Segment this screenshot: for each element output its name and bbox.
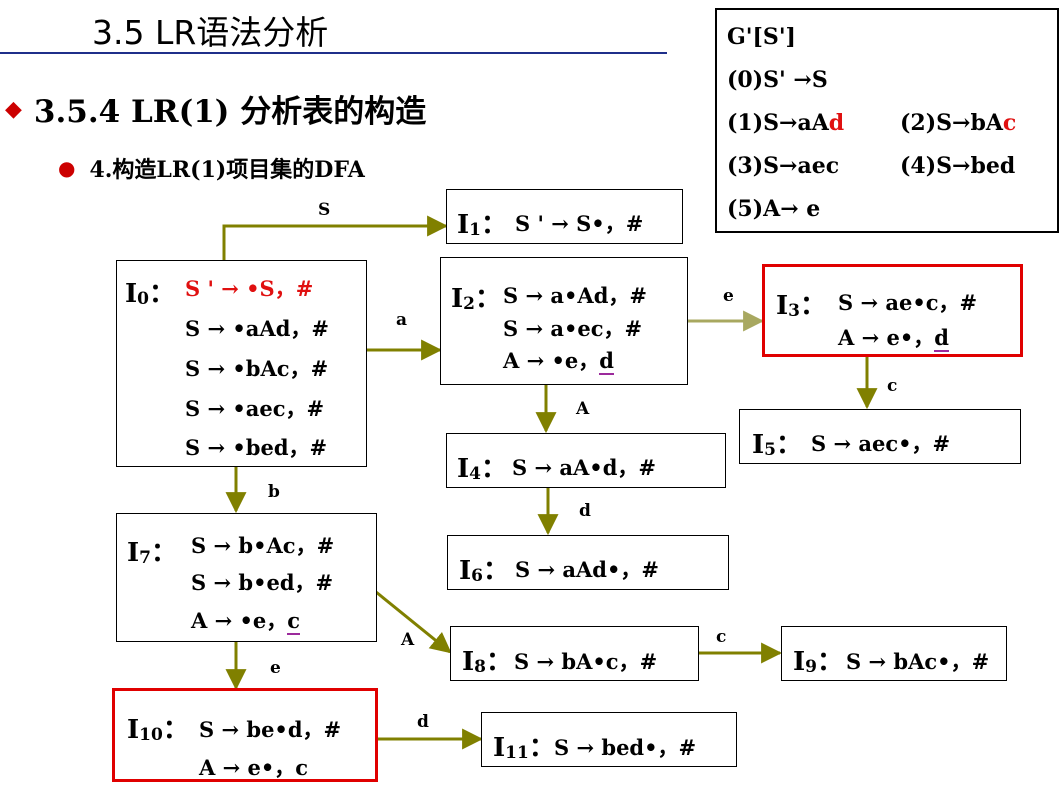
state-label: I0： <box>125 279 176 309</box>
lr-item: A → e•，d <box>838 325 949 352</box>
state-label: I9： <box>793 647 844 677</box>
edge-label: S <box>318 200 331 220</box>
grammar-box: G'[S'] (0)S' →S (1)S→aAd (2)S→bAc (3)S→ae… <box>715 8 1059 233</box>
lr-item: S → a•Ad，# <box>503 283 647 308</box>
production-4: (4)S→bed <box>900 153 1016 179</box>
lr-item: S → aA•d，# <box>512 455 656 480</box>
state-I7: I7： S → b•Ac，# S → b•ed，# A → •e，c <box>116 513 377 642</box>
state-label: I4： <box>457 454 508 484</box>
lr-item: A → •e，d <box>503 348 614 375</box>
grammar-line: (0)S' →S <box>727 67 828 93</box>
edge-label: A <box>576 399 590 419</box>
lr-item: S → b•Ac，# <box>191 533 335 558</box>
state-I8: I8： S → bA•c，# <box>450 626 699 681</box>
state-I10: I10： S → be•d，# A → e•，c <box>112 688 378 782</box>
lr-item: S → aAd•，# <box>515 557 659 582</box>
grammar-line: (3)S→aec (4)S→bed <box>727 145 1057 188</box>
edge-I7-I8 <box>375 590 452 654</box>
lr-item: S → bA•c，# <box>514 649 658 674</box>
edge-label: A <box>401 630 415 650</box>
edge-label: e <box>723 286 734 306</box>
lr-item: S → •bAc，# <box>185 356 329 381</box>
grammar-line: (5)A→ e <box>727 196 821 222</box>
state-I2: I2： S → a•Ad，# S → a•ec，# A → •e，d <box>440 257 688 385</box>
state-I4: I4： S → aA•d，# <box>446 433 726 488</box>
lr-item: A → e•，c <box>199 755 309 780</box>
state-label: I5： <box>752 430 803 460</box>
edge-label: d <box>579 501 591 521</box>
state-label: I2： <box>451 284 502 314</box>
edge-label: d <box>417 712 429 732</box>
state-I9: I9： S → bAc•，# <box>781 626 1007 681</box>
state-I0: I0： S ' → •S，# S → •aAd，# S → •bAc，# S →… <box>116 260 367 467</box>
lr-item: A → •e，c <box>191 608 301 635</box>
lr-item: S → a•ec，# <box>503 316 643 341</box>
grammar-line: G'[S'] <box>727 24 796 50</box>
state-I1: I1： S ' → S•，# <box>446 189 683 244</box>
state-I3: I3： S → ae•c，# A → e•，d <box>762 264 1023 357</box>
state-I6: I6： S → aAd•，# <box>447 535 729 590</box>
lr-item: S → •bed，# <box>185 435 328 460</box>
lr-item: S → b•ed，# <box>191 570 334 595</box>
edge-label: e <box>270 658 281 678</box>
state-label: I1： <box>457 210 508 240</box>
grammar-line: (1)S→aAd (2)S→bAc <box>727 102 1057 145</box>
lr-item: S → ae•c，# <box>838 290 978 315</box>
state-label: I6： <box>459 556 510 586</box>
edge-I0-I1 <box>222 215 449 260</box>
production-1: (1)S→aA <box>727 110 829 136</box>
state-label: I11： <box>493 733 555 763</box>
title-rule <box>0 52 667 54</box>
state-label: I8： <box>462 647 513 677</box>
section-heading: ◆ 3.5.4 LR(1) 分析表的构造 <box>5 86 426 131</box>
subsection-heading: ● 4.构造LR(1)项目集的DFA <box>58 152 365 184</box>
edge-label: c <box>716 627 727 647</box>
production-2: (2)S→bA <box>900 110 1003 136</box>
edge-label: c <box>887 376 898 396</box>
page-title: 3.5 LR语法分析 <box>92 13 329 52</box>
state-I11: I11： S → bed•，# <box>481 712 737 767</box>
lr-item: S → aec•，# <box>811 431 951 456</box>
lr-item: S → bed•，# <box>554 735 697 760</box>
lr-item: S → •aec，# <box>185 396 325 421</box>
lr-item: S → •aAd，# <box>185 316 329 341</box>
lr-item: S → be•d，# <box>199 717 342 742</box>
diamond-bullet-icon: ◆ <box>5 95 22 122</box>
dot-bullet-icon: ● <box>58 156 76 180</box>
production-1-lookahead: d <box>828 110 845 136</box>
state-label: I7： <box>127 538 178 568</box>
state-label: I3： <box>776 291 827 321</box>
edge-label: a <box>396 310 408 330</box>
production-2-lookahead: c <box>1002 110 1017 136</box>
edge-label: b <box>268 482 280 502</box>
subsection-heading-text: 4.构造LR(1)项目集的DFA <box>89 157 365 183</box>
lr-item: S ' → •S，# <box>185 276 314 301</box>
state-label: I10： <box>127 715 189 745</box>
section-heading-text: 3.5.4 LR(1) 分析表的构造 <box>33 94 427 130</box>
production-3: (3)S→aec <box>727 153 840 179</box>
lr-item: S ' → S•，# <box>515 211 644 236</box>
state-I5: I5： S → aec•，# <box>739 409 1021 464</box>
lr-item: S → bAc•，# <box>846 649 990 674</box>
